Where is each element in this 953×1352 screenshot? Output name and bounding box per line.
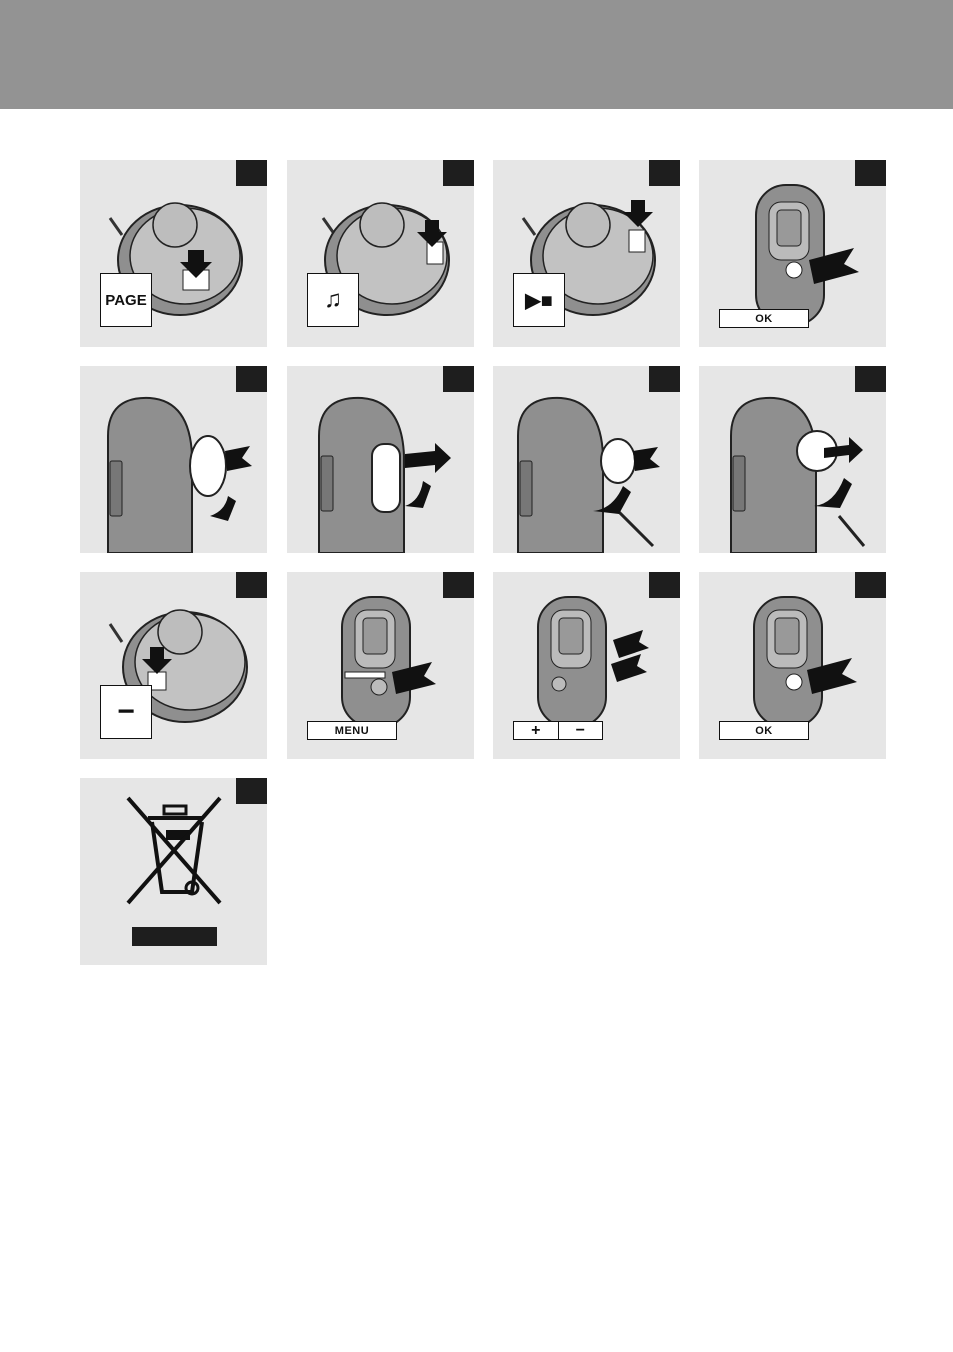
battery-cover-illustration (80, 366, 267, 553)
panel-ok-press: OK (699, 160, 886, 347)
step-number-box (236, 778, 267, 804)
step-number-box (236, 160, 267, 186)
panel-playpause-button: ▶■ (493, 160, 680, 347)
step-number-box (236, 572, 267, 598)
panel-battery-strap-close (699, 366, 886, 553)
battery-cover-illustration (287, 366, 474, 553)
panel-music-button: ♫ (287, 160, 474, 347)
page-label: PAGE (100, 273, 152, 327)
step-number-box (855, 572, 886, 598)
step-number-box (443, 366, 474, 392)
header-band (0, 0, 953, 109)
step-number-box (855, 160, 886, 186)
panel-weee (80, 778, 267, 965)
minus-label: − (558, 722, 603, 739)
panel-battery-cover-removed (287, 366, 474, 553)
step-number-box (443, 572, 474, 598)
menu-label: MENU (307, 721, 397, 740)
panel-minus-button: − (80, 572, 267, 759)
volume-label: + − (513, 721, 603, 740)
panel-menu-press: MENU (287, 572, 474, 759)
music-label: ♫ (307, 273, 359, 327)
step-number-box (236, 366, 267, 392)
battery-cover-illustration (699, 366, 886, 553)
playpause-label: ▶■ (513, 273, 565, 327)
ok-label: OK (719, 309, 809, 328)
panel-battery-cover-open (80, 366, 267, 553)
battery-cover-illustration (493, 366, 680, 553)
step-number-box (649, 160, 680, 186)
step-number-box (649, 572, 680, 598)
panel-page-button: PAGE (80, 160, 267, 347)
step-number-box (649, 366, 680, 392)
minus-label: − (100, 685, 152, 739)
panel-volume-press: + − (493, 572, 680, 759)
weee-bar (132, 927, 217, 946)
step-number-box (855, 366, 886, 392)
ok-label: OK (719, 721, 809, 740)
panel-ok-press-2: OK (699, 572, 886, 759)
plus-label: + (514, 722, 558, 739)
step-number-box (443, 160, 474, 186)
panel-battery-strap-open (493, 366, 680, 553)
